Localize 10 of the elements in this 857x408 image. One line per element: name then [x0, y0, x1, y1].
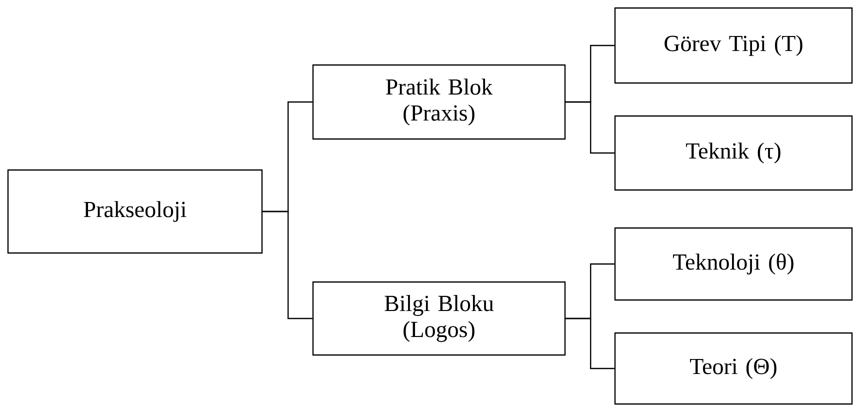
leaf-box: Görev Tipi (T) [614, 7, 853, 84]
connector [566, 318, 614, 370]
leaf-box: Teknik (τ) [614, 115, 853, 191]
connector [566, 101, 614, 154]
block-box: Pratik Blok (Praxis) [312, 64, 566, 140]
block-box: Bilgi Bloku (Logos) [312, 281, 566, 356]
leaf-box: Teori (Θ) [614, 332, 853, 405]
root-box: Prakseoloji [7, 169, 263, 254]
connector [262, 210, 312, 320]
leaf-box: Teknoloji (θ) [614, 227, 853, 301]
